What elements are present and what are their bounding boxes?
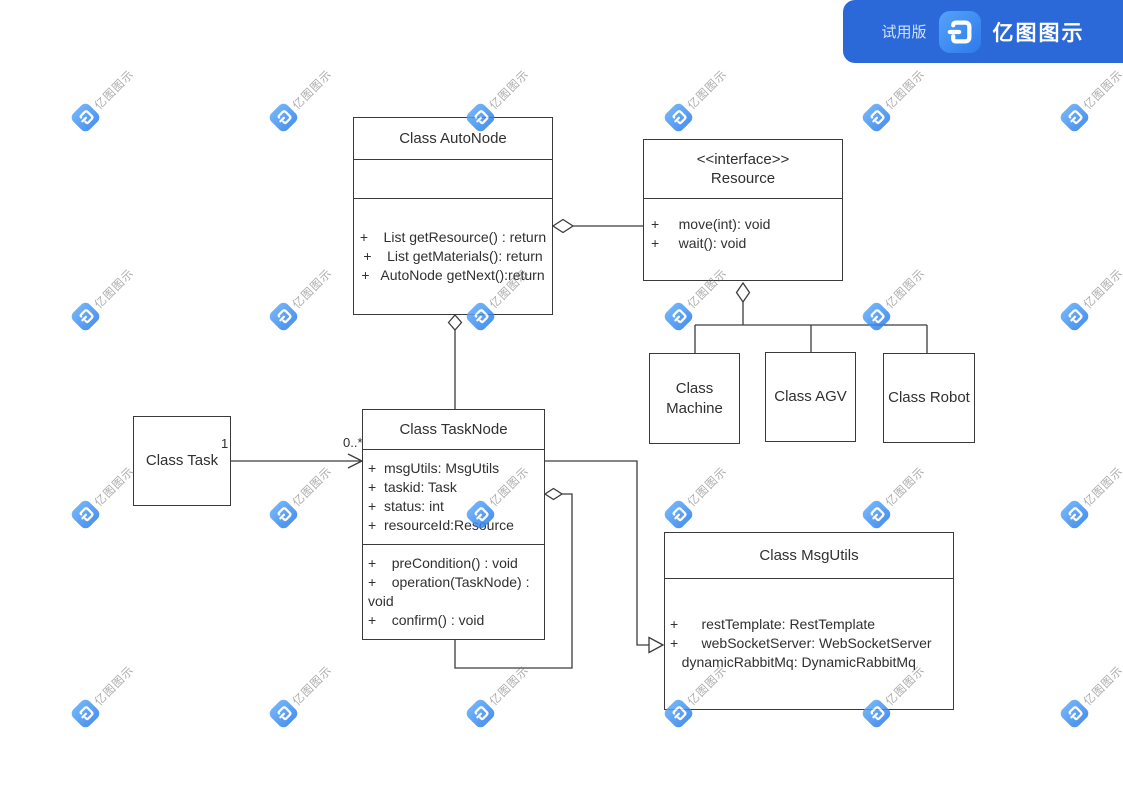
attribute-line: + taskid: Task [368, 479, 457, 495]
methods-compartment: + move(int): void + wait(): void [644, 198, 842, 280]
class-box-autonode[interactable]: Class AutoNode + List getResource() : re… [353, 117, 553, 315]
watermark-text: 亿图图示 [685, 68, 730, 113]
watermark-text: 亿图图示 [92, 465, 137, 510]
open-arrowhead [347, 453, 364, 469]
attribute-line: dynamicRabbitMq: DynamicRabbitMq [670, 654, 916, 670]
watermark-logo-icon [661, 299, 695, 333]
aggregation-diamond [735, 281, 751, 304]
class-title: Resource [710, 170, 776, 187]
attributes-compartment: + restTemplate: RestTemplate + webSocket… [665, 578, 953, 708]
aggregation-autonode-resource[interactable] [551, 218, 643, 234]
watermark-text: 亿图图示 [487, 664, 532, 709]
method-line: + confirm() : void [368, 611, 485, 628]
aggregation-autonode-tasknode[interactable] [447, 314, 463, 409]
attribute-line: + status: int [368, 498, 444, 514]
watermark-logo-icon [266, 100, 300, 134]
trial-version-banner[interactable]: 试用版 亿图图示 [843, 0, 1123, 63]
watermark-logo-icon [1057, 100, 1091, 134]
method-line: + AutoNode getNext():return [361, 267, 545, 283]
watermark-logo-icon [266, 696, 300, 730]
attribute-line: + resourceId:Resource [368, 517, 514, 533]
watermark-text: 亿图图示 [290, 267, 335, 312]
edraw-logo-icon [938, 10, 981, 53]
method-line: + wait(): void [651, 235, 747, 251]
watermark-logo-icon [68, 100, 102, 134]
class-title: Class AutoNode [399, 130, 507, 147]
class-title: Class Robot [888, 389, 970, 406]
watermark-logo-icon [859, 100, 893, 134]
class-title: Class AGV [774, 388, 847, 405]
watermark-text: 亿图图示 [487, 68, 532, 113]
attribute-line: + webSocketServer: WebSocketServer [670, 635, 932, 651]
watermark-logo-icon [463, 696, 497, 730]
method-line: + List getMaterials(): return [363, 248, 543, 264]
watermark-logo-icon [68, 696, 102, 730]
watermark-text: 亿图图示 [92, 267, 137, 312]
watermark-logo-icon [859, 497, 893, 531]
watermark-logo-icon [661, 497, 695, 531]
class-box-machine[interactable]: Class Machine [649, 353, 740, 444]
watermark-logo-icon [1057, 299, 1091, 333]
attribute-line: + msgUtils: MsgUtils [368, 460, 500, 476]
class-title: Class Task [145, 452, 219, 469]
watermark-text: 亿图图示 [1081, 465, 1123, 510]
multiplicity-label-source: 1 [221, 436, 229, 451]
interface-box-resource[interactable]: <<interface>> Resource + move(int): void… [643, 139, 843, 281]
brand-name: 亿图图示 [992, 21, 1085, 45]
hollow-triangle-arrowhead [648, 636, 665, 654]
class-title: Class Machine [666, 379, 723, 417]
method-line: + List getResource() : return [359, 229, 547, 245]
trial-version-label: 试用版 [881, 24, 927, 41]
watermark-text: 亿图图示 [290, 68, 335, 113]
watermark-text: 亿图图示 [92, 68, 137, 113]
watermark-text: 亿图图示 [685, 465, 730, 510]
method-line: + preCondition() : void [368, 554, 518, 571]
watermark-logo-icon [1057, 497, 1091, 531]
aggregation-resource-implementations[interactable] [694, 281, 928, 353]
arrow-tasknode-msgutils[interactable] [545, 460, 665, 654]
methods-compartment: + List getResource() : return + List get… [354, 198, 552, 314]
watermark-logo-icon [1057, 696, 1091, 730]
class-box-msgutils[interactable]: Class MsgUtils + restTemplate: RestTempl… [664, 532, 954, 710]
class-title: Class TaskNode [399, 421, 508, 438]
watermark-text: 亿图图示 [883, 465, 928, 510]
class-box-robot[interactable]: Class Robot [883, 353, 975, 443]
self-aggregation-tasknode[interactable] [454, 487, 573, 669]
watermark-text: 亿图图示 [1081, 664, 1123, 709]
attributes-compartment: + msgUtils: MsgUtils + taskid: Task + st… [363, 449, 544, 544]
watermark-text: 亿图图示 [883, 68, 928, 113]
method-line: void [368, 592, 394, 609]
class-box-tasknode[interactable]: Class TaskNode + msgUtils: MsgUtils + ta… [362, 409, 545, 640]
watermark-logo-icon [661, 100, 695, 134]
multiplicity-label-target: 0..* [343, 435, 363, 450]
aggregation-diamond [543, 487, 564, 501]
methods-compartment: + preCondition() : void + operation(Task… [363, 544, 544, 638]
class-title: Class MsgUtils [759, 547, 859, 564]
watermark-logo-icon [266, 299, 300, 333]
stereotype-label: <<interface>> [696, 151, 790, 168]
watermark-logo-icon [68, 497, 102, 531]
watermark-text: 亿图图示 [290, 664, 335, 709]
method-line: + operation(TaskNode) : [368, 573, 530, 590]
method-line: + move(int): void [651, 216, 771, 232]
aggregation-diamond [551, 218, 575, 234]
class-box-task[interactable]: Class Task [133, 416, 231, 506]
watermark-logo-icon [266, 497, 300, 531]
attribute-line: + restTemplate: RestTemplate [670, 616, 876, 632]
association-task-tasknode[interactable] [231, 453, 364, 469]
watermark-text: 亿图图示 [1081, 68, 1123, 113]
class-box-agv[interactable]: Class AGV [765, 352, 856, 442]
aggregation-diamond [447, 314, 463, 331]
watermark-logo-icon [859, 299, 893, 333]
watermark-logo-icon [68, 299, 102, 333]
attributes-compartment [354, 159, 552, 198]
watermark-text: 亿图图示 [883, 267, 928, 312]
watermark-text: 亿图图示 [1081, 267, 1123, 312]
watermark-text: 亿图图示 [290, 465, 335, 510]
watermark-text: 亿图图示 [92, 664, 137, 709]
